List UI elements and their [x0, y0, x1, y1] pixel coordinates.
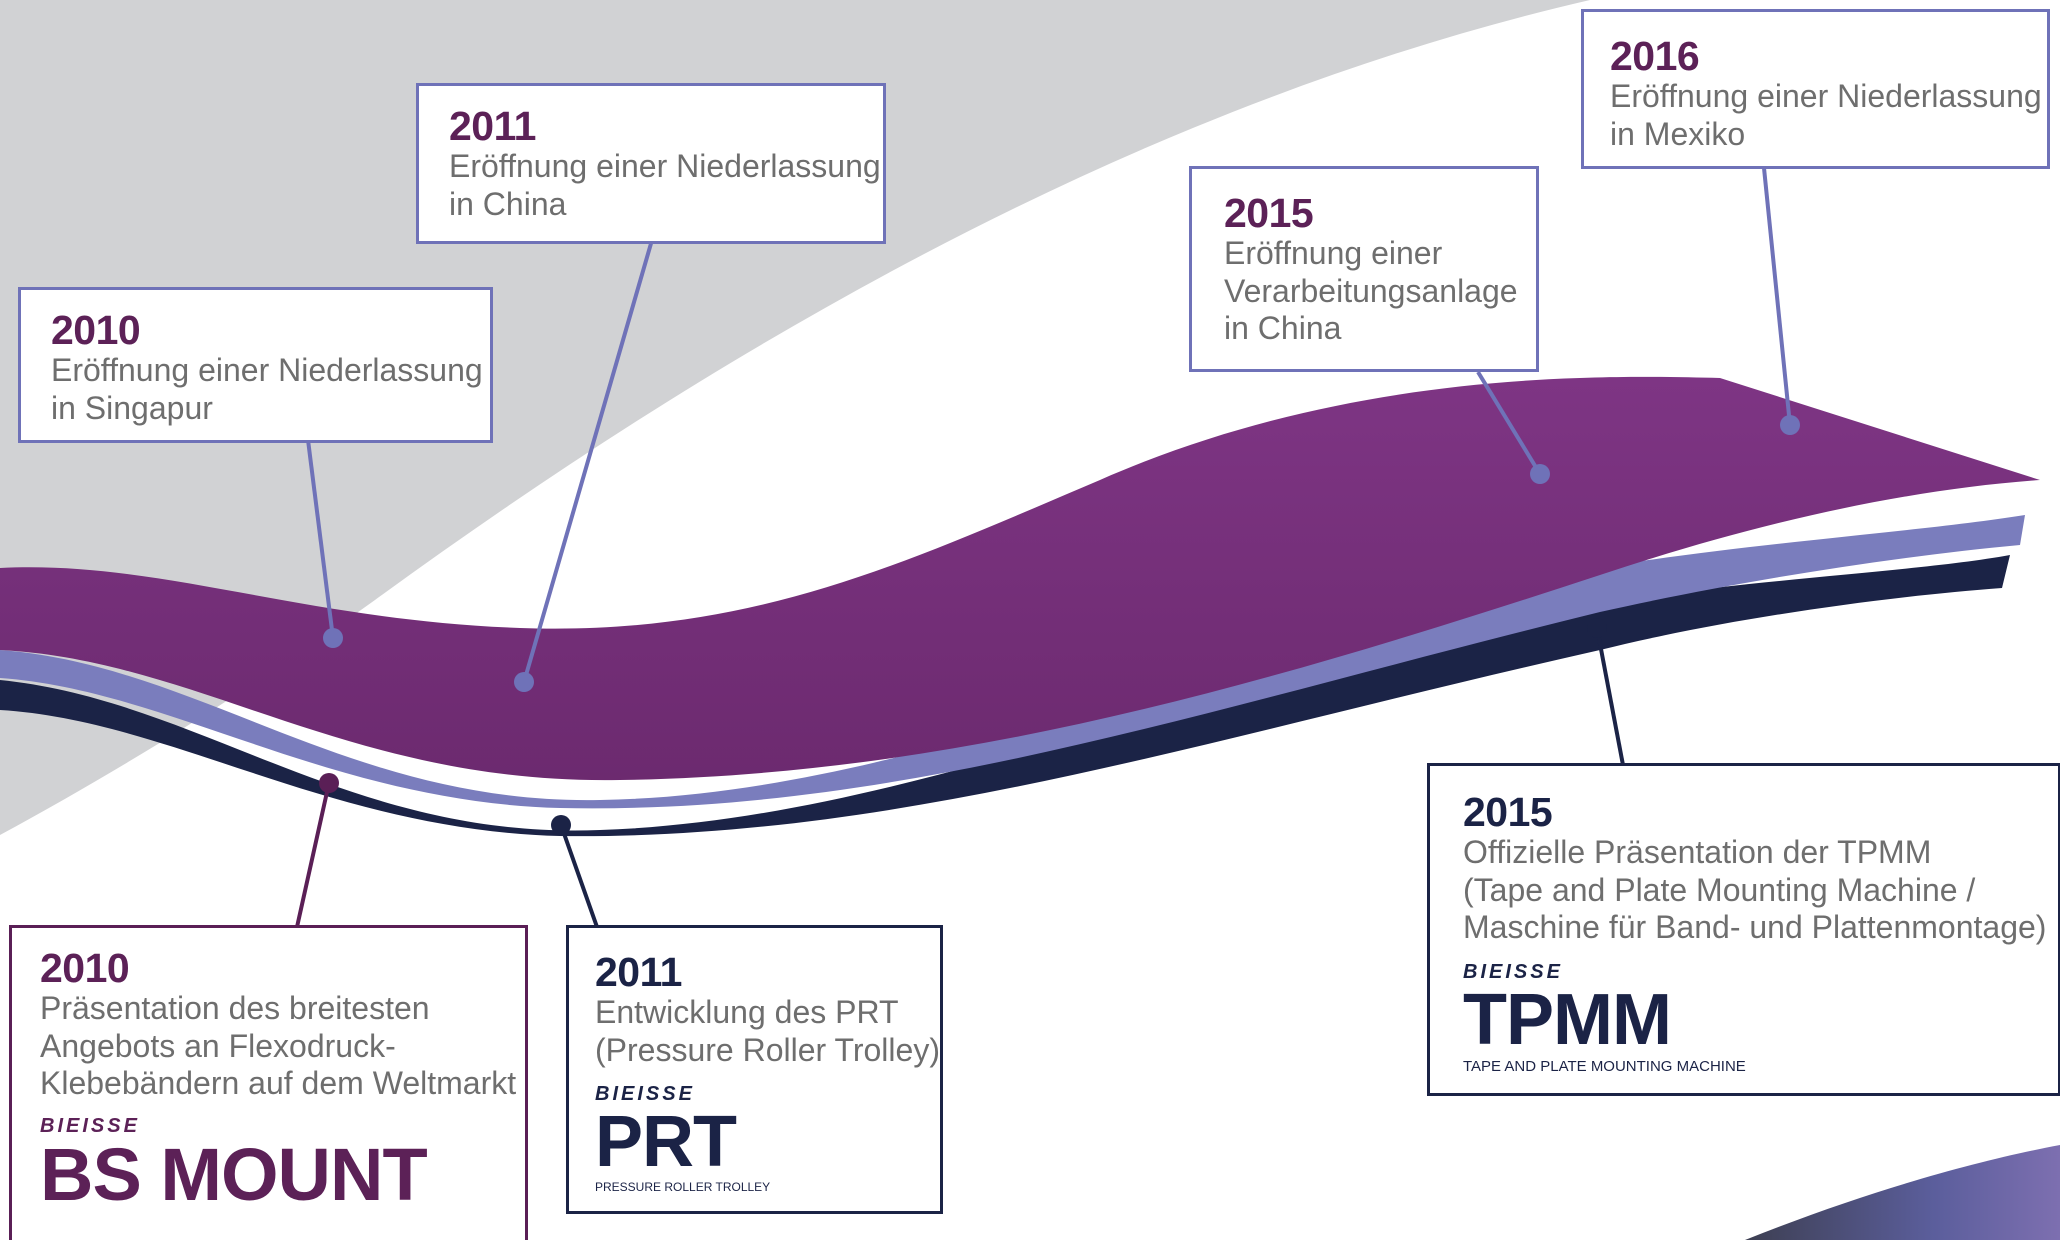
milestone-2010-singapur: 2010 Eröffnung einer Niederlassung in Si… [18, 287, 493, 443]
connector-2015-verarbeitung [1476, 370, 1542, 476]
milestone-2010-bsmount: 2010 Präsentation des breitesten Angebot… [9, 925, 528, 1240]
connector-2016-mexiko [1762, 167, 1792, 426]
logo-name: PRT [595, 1102, 737, 1182]
milestone-2016-mexiko: 2016 Eröffnung einer Niederlassung in Me… [1581, 9, 2050, 169]
logo-brand: BIEISSE [40, 1114, 140, 1137]
milestone-text: Präsentation des breitesten Angebots an … [40, 990, 517, 1101]
logo-brand: BIEISSE [1463, 960, 1563, 983]
milestone-2015-verarbeitungsanlage: 2015 Eröffnung einer Verarbeitungsanlage… [1189, 166, 1539, 372]
dot-2016-mexiko [1780, 415, 1800, 435]
milestone-text: Eröffnung einer Verarbeitungsanlage in C… [1224, 235, 1518, 346]
connector-lines [295, 167, 1792, 928]
background-gray-swoosh [0, 0, 1590, 835]
milestone-year: 2011 [449, 103, 536, 149]
milestone-year: 2010 [40, 945, 130, 991]
corner-swoosh [1745, 1145, 2060, 1240]
dot-2011-prt [551, 815, 571, 835]
milestone-year: 2010 [51, 307, 141, 353]
logo-brand: BIEISSE [595, 1083, 695, 1105]
tpmm-logo: BIEISSE TPMM TAPE AND PLATE MOUNTING MAC… [1463, 961, 2058, 1075]
prt-logo: BIEISSE PRT PRESSURE ROLLER TROLLEY [595, 1083, 940, 1194]
milestone-year: 2015 [1463, 789, 1553, 835]
connector-dots [319, 415, 1800, 835]
milestone-year: 2016 [1610, 33, 1700, 79]
milestone-text: Eröffnung einer Niederlassung in Mexiko [1610, 78, 2042, 152]
dot-2010-bsmount [319, 773, 339, 793]
logo-subtitle: TAPE AND PLATE MOUNTING MACHINE [1463, 1057, 1746, 1075]
logo-name: BS MOUNT [40, 1132, 428, 1216]
milestone-text: Entwicklung des PRT (Pressure Roller Tro… [595, 994, 940, 1068]
dot-2011-china [514, 672, 534, 692]
milestone-2015-tpmm: 2015 Offizielle Präsentation der TPMM (T… [1427, 763, 2060, 1096]
milestone-text: Offizielle Präsentation der TPMM (Tape a… [1463, 834, 2047, 945]
milestone-year: 2011 [595, 949, 682, 995]
milestone-text: Eröffnung einer Niederlassung in Singapu… [51, 352, 483, 426]
connector-2010-singapur [306, 439, 335, 639]
connector-2015-tpmm [1595, 627, 1625, 766]
band-purple-top [0, 376, 2040, 781]
connector-2011-china [522, 239, 654, 683]
dot-2010-singapur [323, 628, 343, 648]
milestone-year: 2015 [1224, 190, 1314, 236]
connector-2010-bsmount [295, 782, 331, 928]
logo-subtitle: PRESSURE ROLLER TROLLEY [595, 1180, 771, 1194]
milestone-text: Eröffnung einer Niederlassung in China [449, 148, 881, 222]
dot-2015-verarbeitung [1530, 464, 1550, 484]
bs-mount-logo: BIEISSE BS MOUNT [40, 1115, 525, 1212]
milestone-2011-prt: 2011 Entwicklung des PRT (Pressure Rolle… [566, 925, 943, 1214]
logo-name: TPMM [1463, 979, 1672, 1060]
connector-2011-prt [559, 824, 599, 928]
milestone-2011-china: 2011 Eröffnung einer Niederlassung in Ch… [416, 83, 886, 244]
dot-2015-tpmm [1587, 618, 1607, 638]
